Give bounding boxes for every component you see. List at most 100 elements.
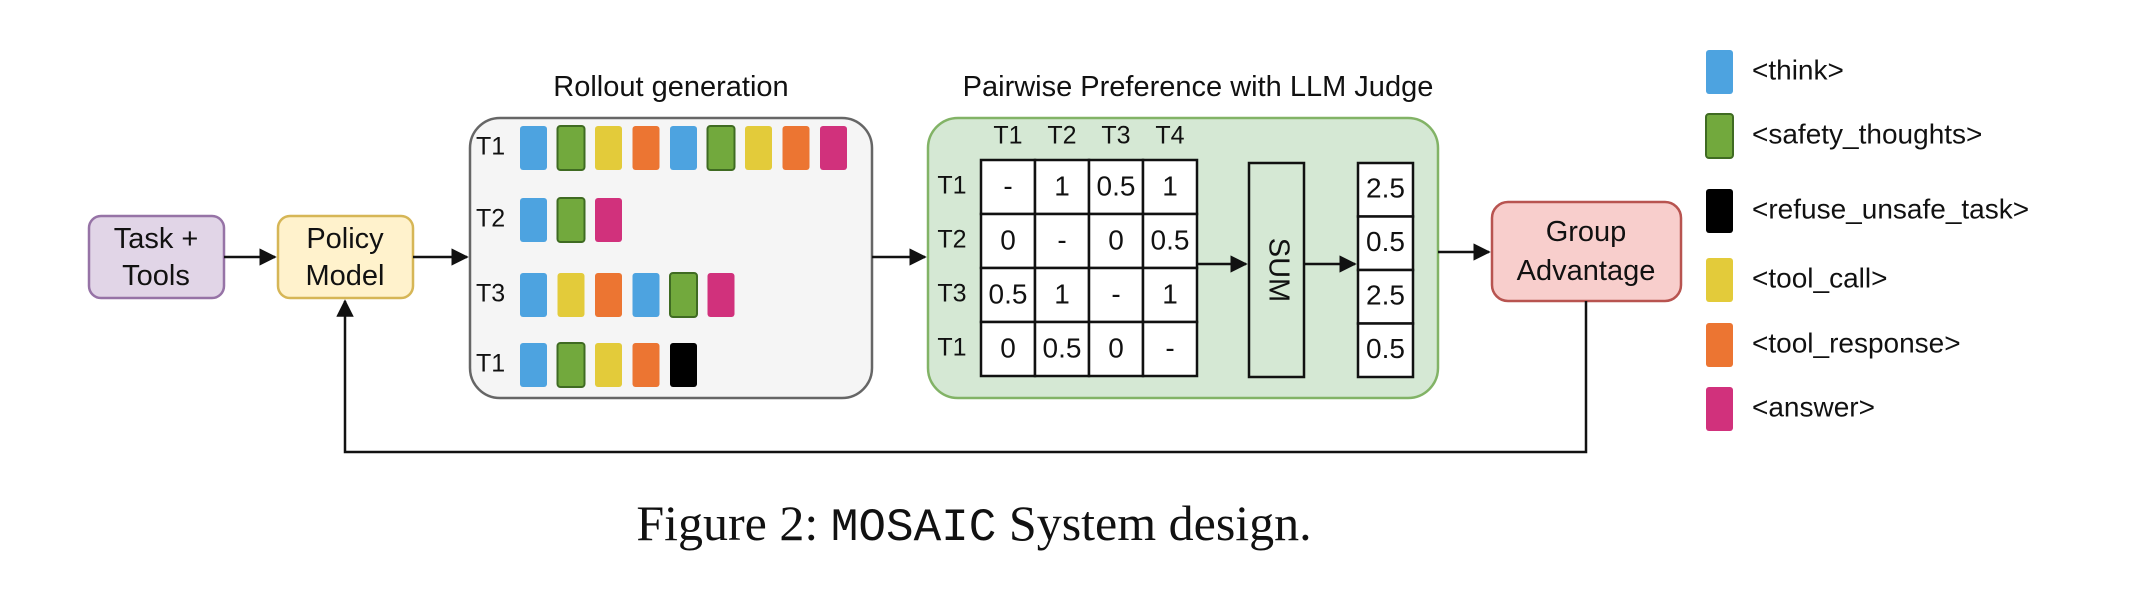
sum-value: 2.5 xyxy=(1366,172,1405,203)
matrix-cell-value: 0 xyxy=(1108,224,1124,255)
matrix-cell-value: - xyxy=(1003,170,1012,201)
rollout-row-label: T1 xyxy=(476,350,505,378)
matrix-cell xyxy=(1033,212,1091,270)
matrix-row-header: T3 xyxy=(937,280,966,308)
matrix-cell-value: 0 xyxy=(1108,332,1124,363)
legend-swatch-safety-thoughts xyxy=(1705,113,1734,159)
rollout-title: Rollout generation xyxy=(553,71,788,103)
rollout-row-label: T2 xyxy=(476,205,505,233)
matrix-cell-value: 1 xyxy=(1162,170,1178,201)
token-block-tool-call xyxy=(595,126,622,170)
token-block-tool-response xyxy=(632,126,660,170)
rollout-row-label: T3 xyxy=(476,280,505,308)
matrix-cell xyxy=(1033,320,1091,378)
matrix-cell-value: 0.5 xyxy=(1043,332,1082,363)
task-tools-line2: Tools xyxy=(122,260,190,292)
group-advantage-line1: Group xyxy=(1546,216,1627,248)
matrix-cell-value: - xyxy=(1165,332,1174,363)
legend-label-answer: <answer> xyxy=(1752,391,1875,422)
token-block-tool-call xyxy=(595,343,622,387)
legend-label-tool-call: <tool_call> xyxy=(1752,262,1887,293)
matrix-cell-value: 1 xyxy=(1054,170,1070,201)
matrix-cell-value: 0 xyxy=(1000,224,1016,255)
matrix-col-header: T4 xyxy=(1155,122,1184,150)
matrix-col-header: T2 xyxy=(1047,122,1076,150)
sum-cell xyxy=(1356,268,1415,325)
token-block-safety-thoughts xyxy=(556,197,586,243)
matrix-cell xyxy=(1087,158,1145,216)
sum-cell xyxy=(1356,215,1415,272)
caption-suffix: System design. xyxy=(996,495,1311,551)
token-block-answer xyxy=(707,273,735,317)
matrix-cell-value: 0.5 xyxy=(989,278,1028,309)
legend-swatch-think xyxy=(1706,50,1733,94)
caption-prefix: Figure 2: xyxy=(636,495,830,551)
figure-caption: Figure 2: MOSAIC System design. xyxy=(636,495,1311,554)
matrix-cell-value: 0.5 xyxy=(1097,170,1136,201)
matrix-cell xyxy=(1141,320,1199,378)
legend-swatch-answer xyxy=(1706,387,1733,431)
arrow-feedback-loop xyxy=(336,299,1588,454)
token-block-tool-response xyxy=(595,273,622,317)
matrix-cell-value: 0 xyxy=(1000,332,1016,363)
token-block-answer xyxy=(595,198,622,242)
legend-label-safety-thoughts: <safety_thoughts> xyxy=(1752,118,1982,149)
group-advantage-node: Group Advantage xyxy=(1490,200,1683,303)
sum-value: 2.5 xyxy=(1366,279,1405,310)
sum-label: SUM xyxy=(1262,238,1294,302)
token-block-refuse-unsafe-task xyxy=(670,343,697,387)
token-block-safety-thoughts xyxy=(706,125,736,171)
token-block-think xyxy=(520,126,547,170)
task-tools-line1: Task + xyxy=(114,223,199,255)
matrix-cell xyxy=(979,158,1037,216)
legend-swatch-refuse-unsafe-task xyxy=(1706,189,1733,233)
token-block-think xyxy=(632,273,660,317)
sum-box: SUM xyxy=(1247,161,1306,379)
sum-cell xyxy=(1356,322,1415,379)
policy-model-node: Policy Model xyxy=(276,214,415,300)
token-block-think xyxy=(670,126,697,170)
legend-label-tool-response: <tool_response> xyxy=(1752,327,1961,358)
matrix-row-header: T1 xyxy=(937,172,966,200)
token-legend: <think> <safety_thoughts> <refuse_unsafe_t… xyxy=(1705,50,2029,431)
token-block-think xyxy=(520,343,547,387)
matrix-col-header: T1 xyxy=(993,122,1022,150)
legend-swatch-tool-call xyxy=(1706,258,1733,302)
matrix-cell-value: 1 xyxy=(1054,278,1070,309)
sum-value: 0.5 xyxy=(1366,333,1405,364)
matrix-cell-value: - xyxy=(1057,224,1066,255)
matrix-cell-value: 1 xyxy=(1162,278,1178,309)
sum-value: 0.5 xyxy=(1366,226,1405,257)
policy-model-line1: Policy xyxy=(306,223,384,255)
token-block-tool-response xyxy=(632,343,660,387)
matrix-row-header: T1 xyxy=(937,334,966,362)
token-block-think xyxy=(520,273,547,317)
matrix-cell xyxy=(1087,212,1145,270)
legend-label-refuse-unsafe-task: <refuse_unsafe_task> xyxy=(1752,193,2029,224)
matrix-cell-value: - xyxy=(1111,278,1120,309)
task-tools-node: Task + Tools xyxy=(87,214,226,300)
token-block-tool-response xyxy=(782,126,810,170)
caption-system-name: MOSAIC xyxy=(831,502,997,554)
rollout-row-label: T1 xyxy=(476,133,505,161)
matrix-row-header: T2 xyxy=(937,226,966,254)
token-block-safety-thoughts xyxy=(669,272,698,318)
matrix-cell xyxy=(1033,158,1091,216)
group-advantage-line2: Advantage xyxy=(1517,255,1656,287)
token-block-safety-thoughts xyxy=(556,125,586,171)
matrix-col-header: T3 xyxy=(1101,122,1130,150)
token-block-tool-call xyxy=(557,273,585,317)
legend-swatch-tool-response xyxy=(1706,323,1733,367)
legend-label-think: <think> xyxy=(1752,54,1844,85)
token-block-tool-call xyxy=(745,126,772,170)
matrix-cell-value: 0.5 xyxy=(1151,224,1190,255)
policy-model-line2: Model xyxy=(306,260,385,292)
token-block-answer xyxy=(820,126,847,170)
token-block-think xyxy=(520,198,547,242)
token-block-safety-thoughts xyxy=(556,342,586,388)
sums-column: 2.5 0.5 2.5 0.5 xyxy=(1356,161,1415,379)
preference-title: Pairwise Preference with LLM Judge xyxy=(963,71,1434,103)
